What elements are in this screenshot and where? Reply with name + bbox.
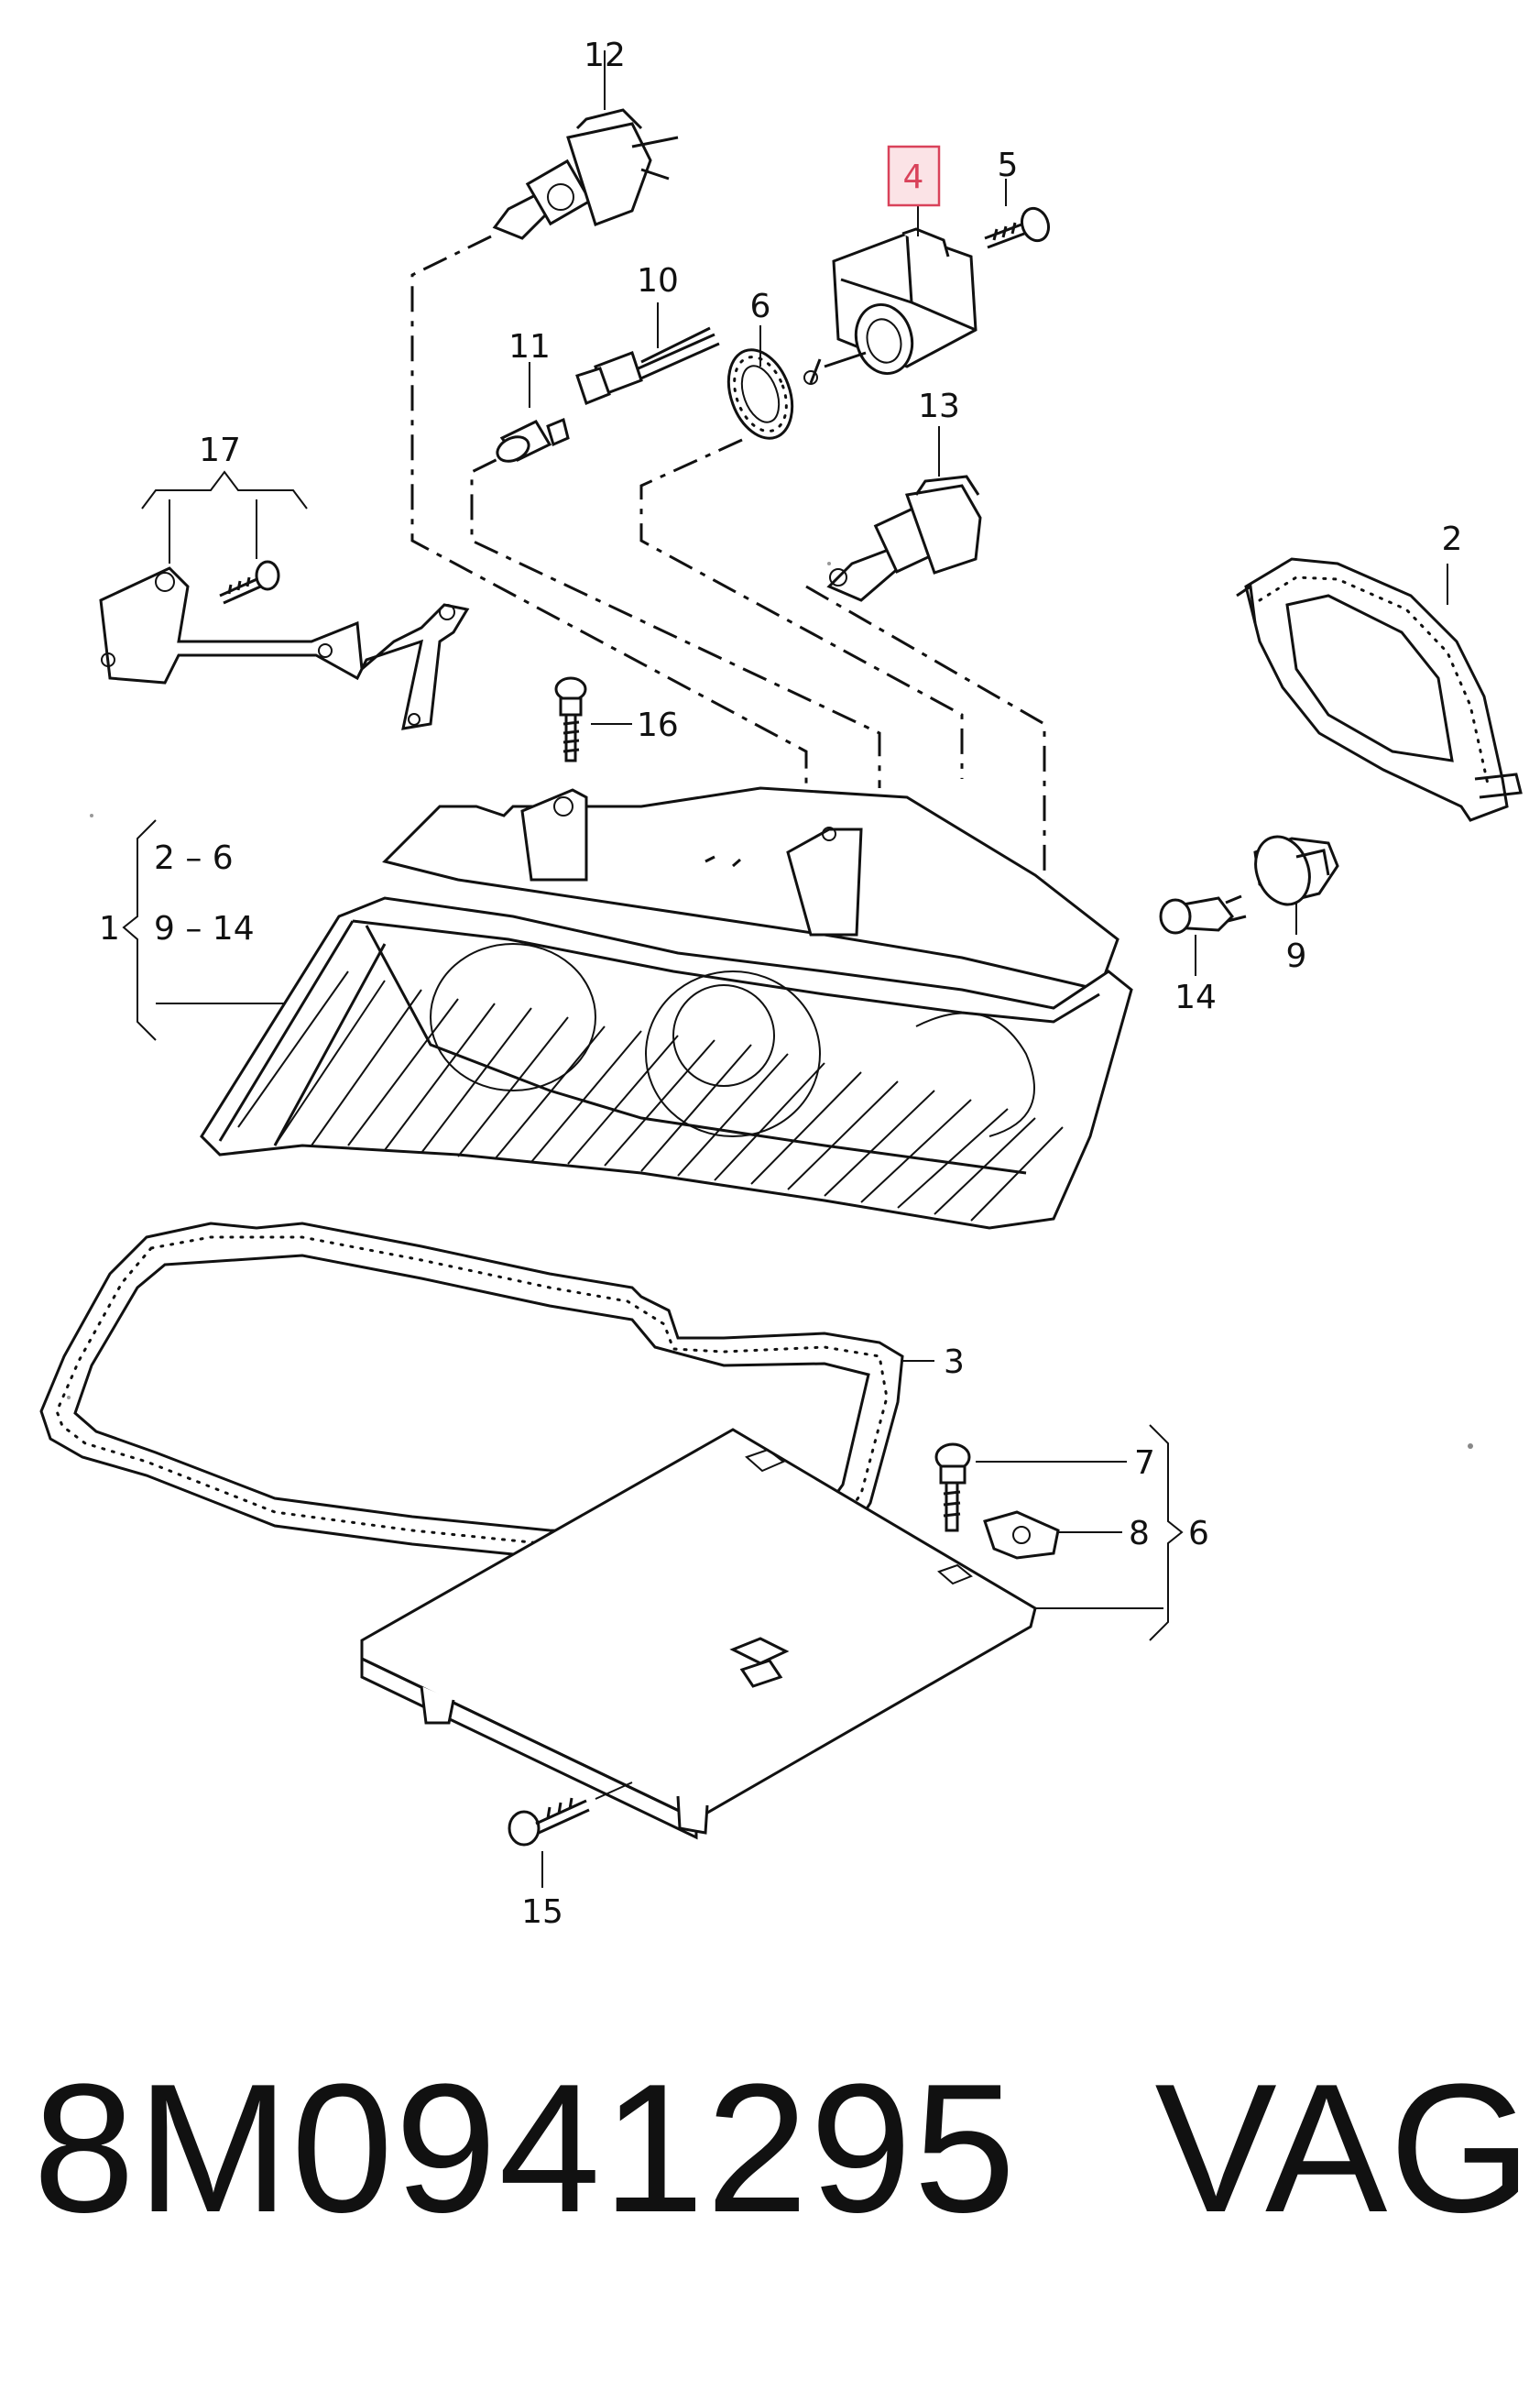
bulb-14: [1159, 894, 1247, 935]
brace-6: [1149, 1424, 1184, 1641]
group-1-range-a: 2 – 6: [154, 839, 234, 877]
screw-16: [554, 676, 587, 762]
mounting-bracket-17: [99, 566, 470, 730]
callout-2: 2: [1442, 521, 1463, 558]
group-label-1: 1: [99, 910, 120, 948]
bulb-routing-lines: [410, 235, 1046, 880]
bulb-12: [492, 108, 679, 240]
screw-7: [934, 1442, 971, 1532]
callout-11: 11: [508, 328, 551, 366]
callout-17: 17: [199, 432, 241, 469]
group-label-6: 6: [1188, 1515, 1209, 1552]
range-control-motor-4: [803, 227, 978, 385]
exploded-parts-diagram: 12 4 5 10 6 11 13 17 2 16 1 2 – 6 9 – 14…: [39, 37, 1523, 1931]
highlight-box-4: [887, 145, 941, 207]
callout-10: 10: [637, 262, 679, 300]
bulb-11: [496, 417, 570, 463]
callout-4: 4: [903, 159, 924, 196]
callout-9: 9: [1286, 937, 1307, 975]
bottom-cover-plate: [360, 1428, 1163, 1840]
screw-5: [984, 206, 1051, 249]
socket-10: [575, 326, 720, 405]
clip-8: [983, 1510, 1060, 1560]
callout-15: 15: [521, 1893, 563, 1931]
callout-12: 12: [584, 37, 626, 74]
rear-cover-2: [1236, 557, 1523, 822]
bulb-holder-9: [1253, 835, 1339, 906]
callout-6-top: 6: [750, 288, 771, 325]
brand-name: VAG: [1154, 2046, 1534, 2251]
part-number: 8M0941295: [33, 2046, 1018, 2251]
scan-speckles: [67, 562, 1473, 1449]
screw-15: [508, 1782, 633, 1847]
callout-14: 14: [1174, 979, 1217, 1016]
callout-3: 3: [944, 1343, 965, 1381]
callout-5: 5: [998, 147, 1019, 184]
bracket-screw-17: [219, 560, 280, 605]
headlight-housing: [200, 786, 1133, 1230]
group-1-range-b: 9 – 14: [154, 910, 255, 948]
callout-8: 8: [1129, 1515, 1150, 1552]
bulb-13: [826, 475, 982, 602]
part-caption: 8M0941295 VAG: [33, 2044, 1532, 2254]
brace-17: [141, 470, 308, 564]
callout-16: 16: [637, 707, 679, 744]
callout-7: 7: [1134, 1444, 1155, 1482]
gasket-ring-6: [726, 348, 794, 440]
brace-1: [122, 819, 284, 1041]
callout-13: 13: [918, 388, 960, 425]
